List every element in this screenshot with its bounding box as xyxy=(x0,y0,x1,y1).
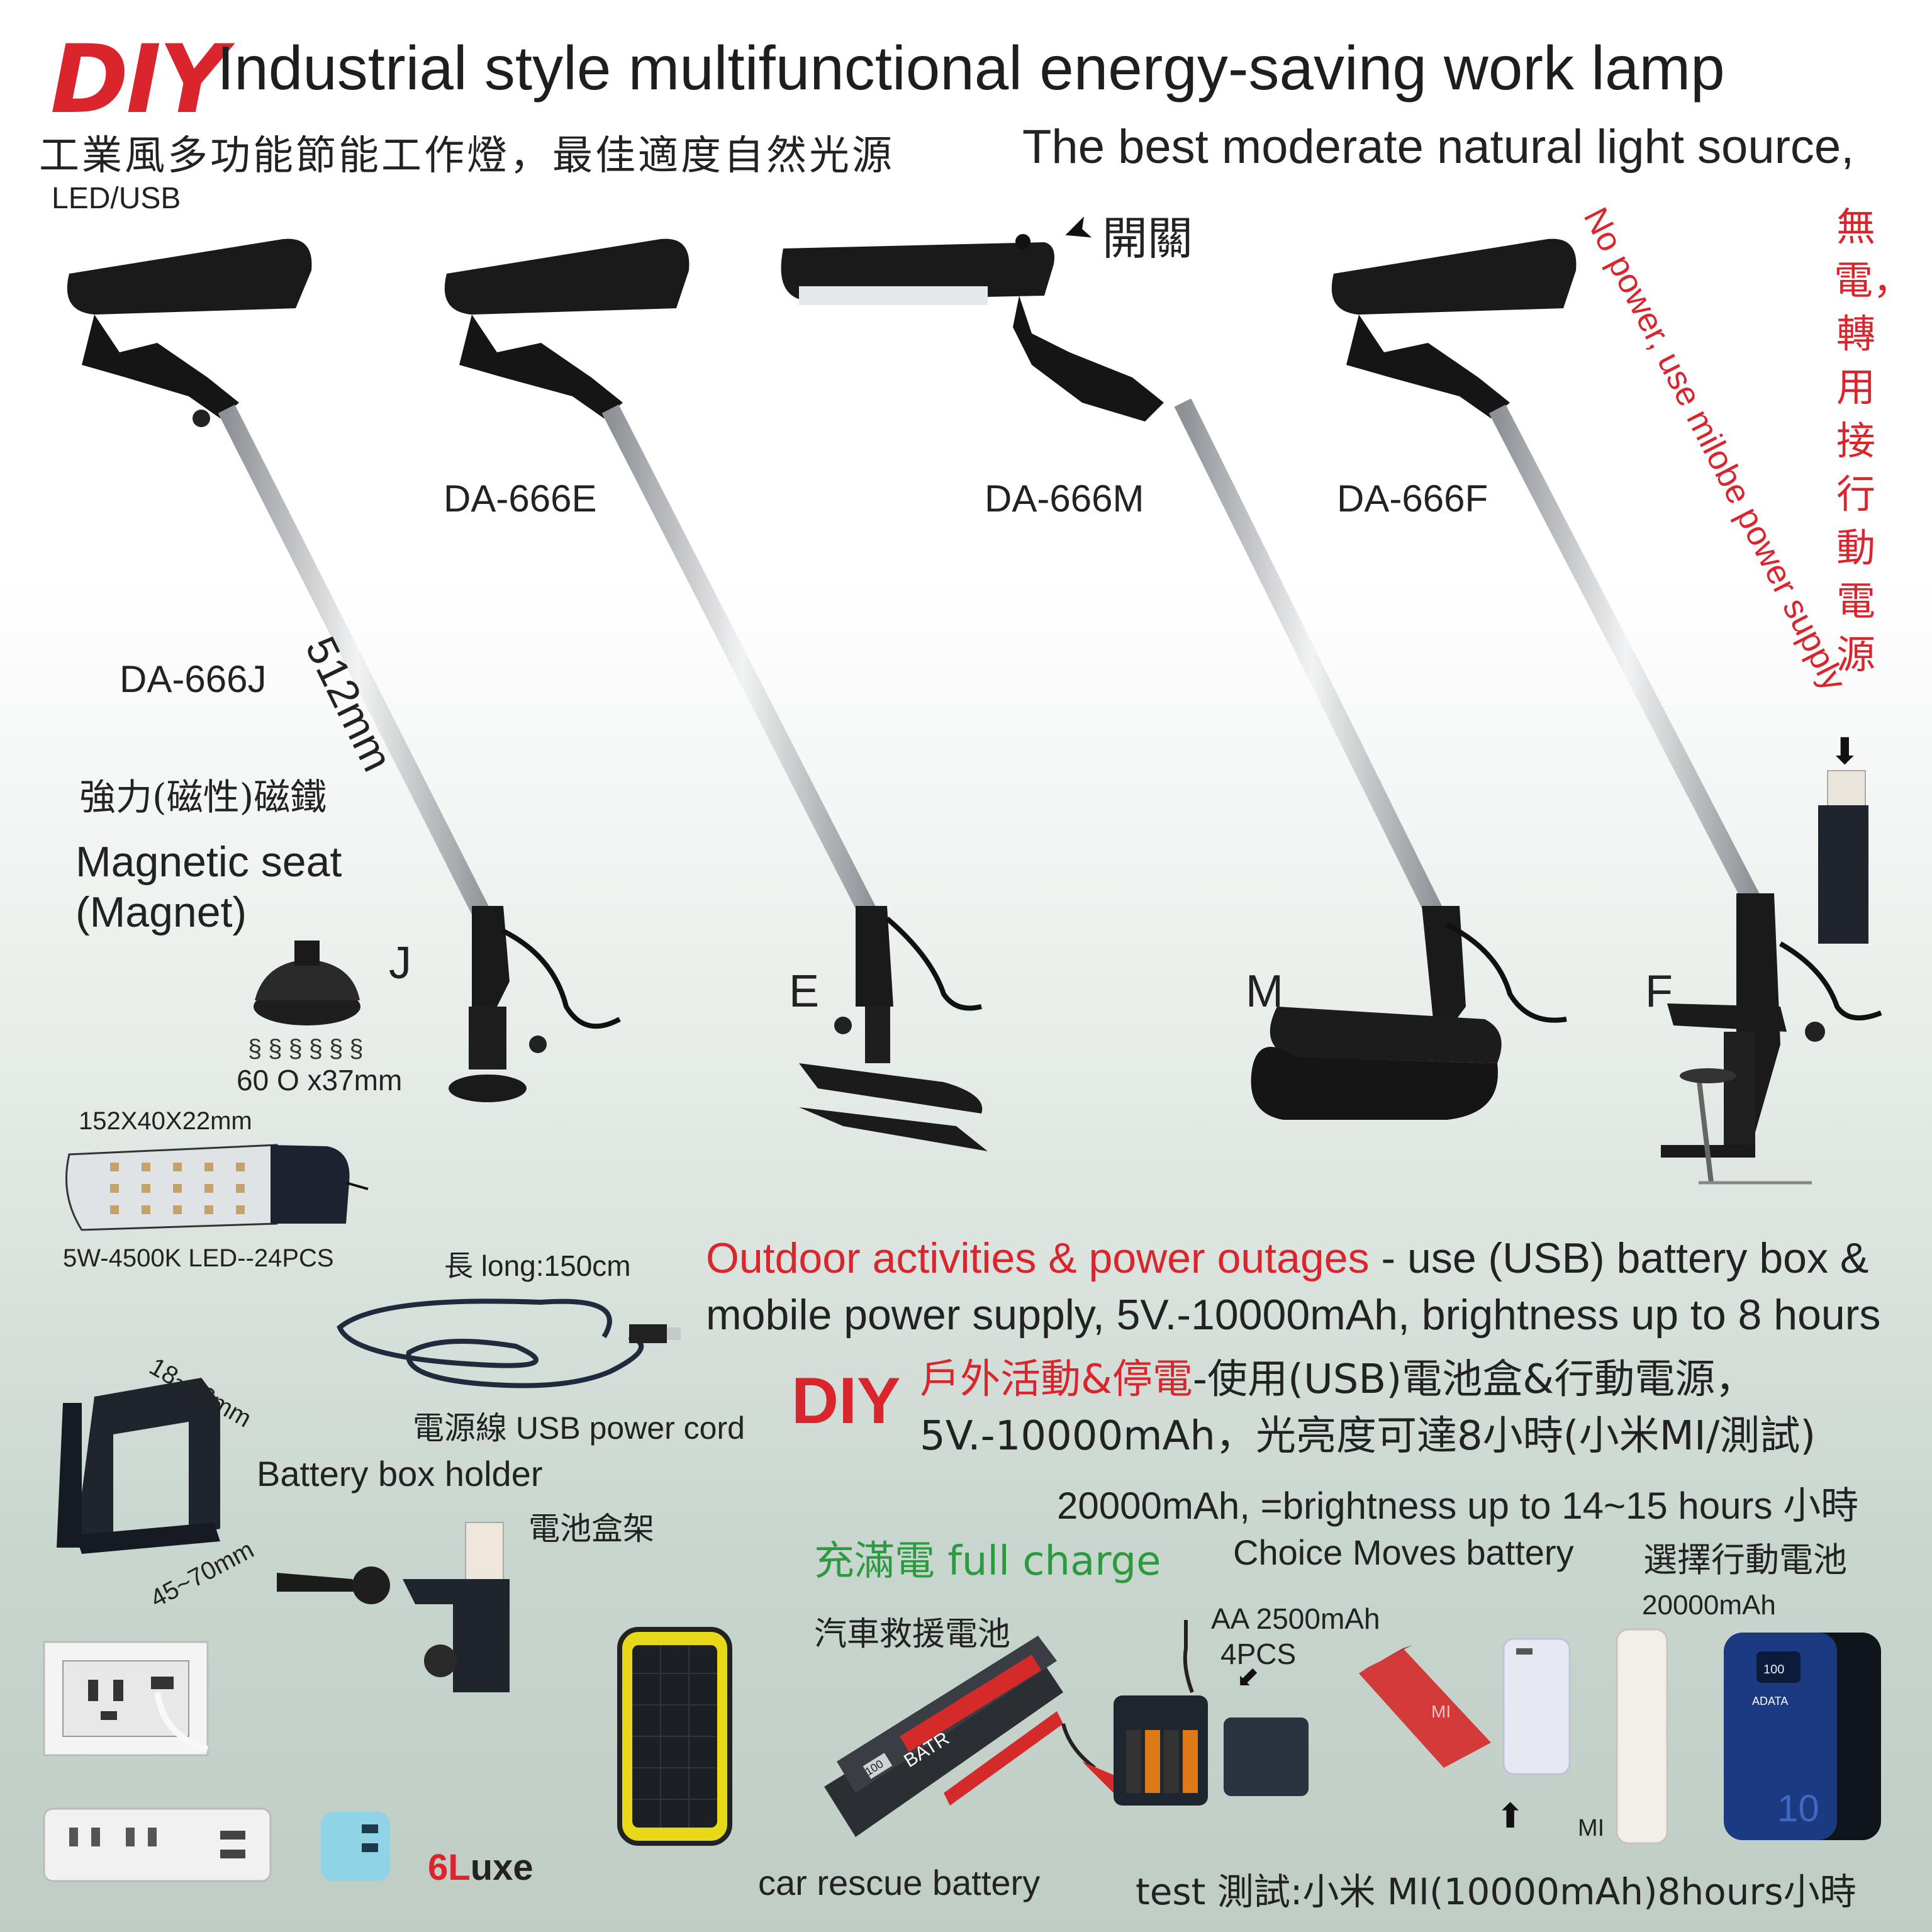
no-power-note-chinese: 無電，轉用接行動電源 xyxy=(1834,204,1912,678)
lamp-f-illustration xyxy=(1331,238,1882,1185)
brand-logo: 6Luxe xyxy=(428,1846,533,1889)
down-arrow-icon: ⬇ xyxy=(1829,731,1860,772)
led-panel-illustration xyxy=(65,1144,369,1231)
adata-number-text: 10 xyxy=(1777,1787,1819,1829)
adata-brand-text: ADATA xyxy=(1752,1695,1788,1707)
solar-powerbank-illustration xyxy=(617,1627,732,1846)
lamp-j-illustration xyxy=(67,238,621,1102)
mah-20000-label: 20000mAh xyxy=(1642,1590,1776,1621)
magnet-base-illustration xyxy=(254,941,360,1025)
letter-f: F xyxy=(1645,966,1673,1017)
brand-logo-rest: uxe xyxy=(470,1847,533,1888)
chinese-line1: -使用(USB)電池盒&行動電源， xyxy=(1192,1356,1756,1403)
power-strip-illustration xyxy=(43,1807,272,1882)
model-label-f: DA-666F xyxy=(1337,477,1488,520)
subtitle-english: The best moderate natural light source, xyxy=(1022,120,1855,174)
model-label-j: DA-666J xyxy=(120,658,267,700)
model-label-e: DA-666E xyxy=(444,477,597,520)
mi-logo-text: MI xyxy=(1431,1702,1451,1721)
holder-label-english: Battery box holder xyxy=(257,1454,543,1494)
full-charge-label: 充滿電 full charge xyxy=(814,1538,1161,1585)
lamp-e-illustration xyxy=(444,238,988,1151)
magnet-title-english: Magnetic seat (Magnet) xyxy=(75,838,342,936)
outdoor-line2: mobile power supply, 5V.-10000mAh, brigh… xyxy=(706,1291,1881,1339)
page-title: Industrial style multifunctional energy-… xyxy=(217,33,1725,103)
adata-powerbank-illustration: 100 ADATA 10 xyxy=(1724,1633,1881,1840)
magnet-title-chinese: 強力(磁性)磁鐵 xyxy=(79,776,327,818)
outdoor-highlight: Outdoor activities & power outages xyxy=(706,1234,1370,1282)
chinese-info: 戶外活動&停電-使用(USB)電池盒&行動電源， 5V.-10000mAh，光亮… xyxy=(920,1351,1816,1465)
cord-label: 電源線 USB power cord xyxy=(413,1410,745,1446)
battery-holder-illustration xyxy=(57,1378,220,1554)
letter-m: M xyxy=(1246,966,1283,1017)
led-spec: 5W-4500K LED--24PCS xyxy=(63,1244,334,1272)
aa-arrow-icon: ⬋ xyxy=(1236,1661,1259,1692)
car-rescue-chinese: 汽車救援電池 xyxy=(814,1616,1011,1653)
model-label-m: DA-666M xyxy=(985,477,1144,520)
led-size: 152X40X22mm xyxy=(79,1107,252,1135)
up-arrow-icon: ⬆ xyxy=(1496,1797,1525,1835)
cord-length: 長 long:150cm xyxy=(444,1249,631,1282)
switch-label: 開關 xyxy=(1102,212,1193,265)
car-rescue-english: car rescue battery xyxy=(758,1863,1041,1902)
white-powerbank-illustration xyxy=(1502,1638,1571,1775)
diy-badge: DIY xyxy=(791,1365,901,1438)
mi-label: MI xyxy=(1578,1815,1605,1841)
test-label: test 測試:小米 MI(10000mAh)8hours小時 xyxy=(1136,1870,1857,1913)
adata-display-text: 100 xyxy=(1763,1663,1784,1677)
choice-battery-english: Choice Moves battery xyxy=(1233,1533,1574,1572)
wall-socket-illustration xyxy=(43,1641,209,1756)
car-battery-illustration: BATR 100 xyxy=(824,1636,1126,1837)
aa-line1: AA 2500mAh xyxy=(1211,1602,1380,1635)
aa-battery-label: AA 2500mAh 4PCS xyxy=(1211,1601,1380,1672)
led-usb-label: LED/USB xyxy=(52,182,181,215)
diy-logo: DIY xyxy=(50,25,227,135)
lamp-m-illustration xyxy=(781,234,1567,1120)
letter-e: E xyxy=(789,966,820,1017)
aa-battery-box-illustration xyxy=(1114,1620,1309,1806)
aa-line2: 4PCS xyxy=(1220,1638,1297,1670)
clip-assembly-illustration xyxy=(277,1522,510,1692)
outdoor-line1: - use (USB) battery box & xyxy=(1369,1234,1869,1282)
choice-battery-chinese: 選擇行動電池 xyxy=(1643,1540,1847,1580)
red-powerbank-illustration: MI xyxy=(1359,1645,1491,1768)
usb-cord-illustration xyxy=(337,1298,681,1388)
title-chinese: 工業風多功能節能工作燈，最佳適度自然光源 xyxy=(39,133,895,179)
letter-j: J xyxy=(389,938,411,988)
magnet-squiggle: §§§§§§ xyxy=(248,1035,370,1063)
brightness-20000: 20000mAh, =brightness up to 14~15 hours … xyxy=(1057,1485,1859,1527)
magnet-size: 60 O x37mm xyxy=(237,1064,403,1097)
usb-charger-illustration xyxy=(321,1812,390,1881)
slim-powerbank-illustration xyxy=(1616,1628,1668,1845)
brand-logo-first: 6L xyxy=(428,1847,471,1888)
chinese-line2: 5V.-10000mAh，光亮度可達8小時(小米MI/測試) xyxy=(920,1413,1816,1460)
holder-label-chinese: 電池盒架 xyxy=(528,1511,654,1546)
outdoor-info: Outdoor activities & power outages - use… xyxy=(706,1230,1880,1343)
chinese-highlight: 戶外活動&停電 xyxy=(920,1356,1193,1403)
